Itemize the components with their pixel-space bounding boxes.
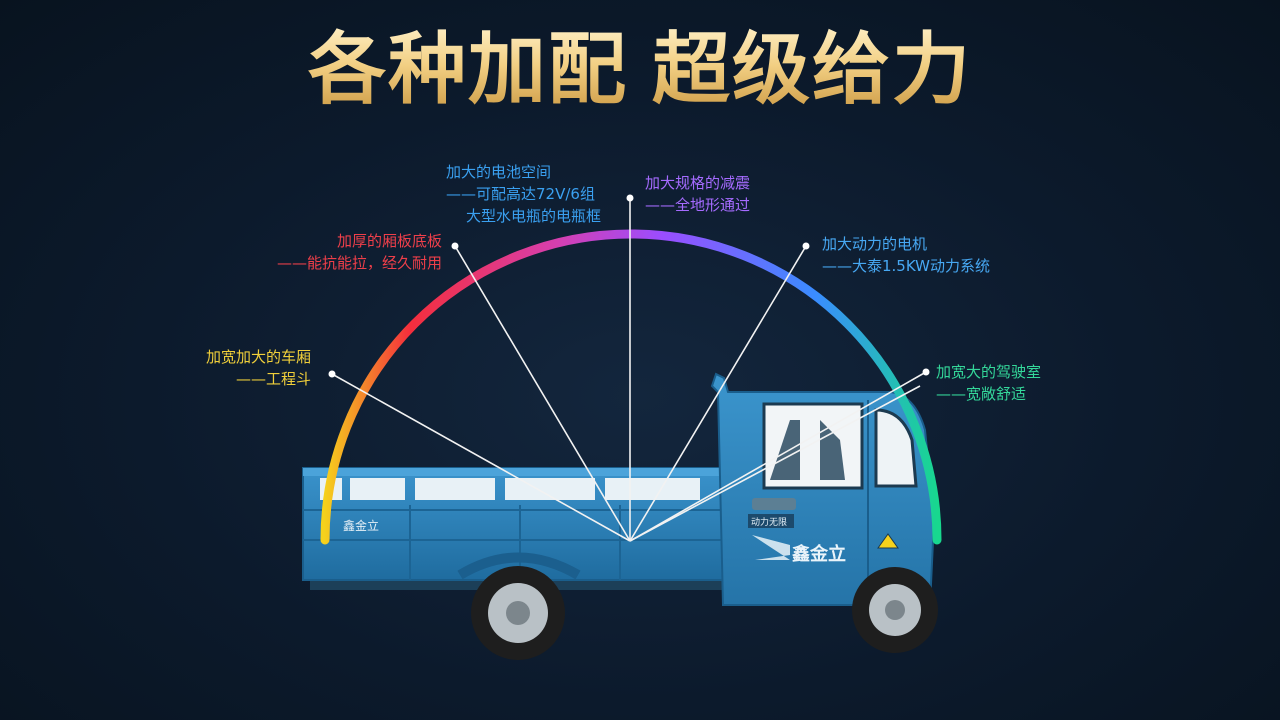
callout-shock: 加大规格的减震 ——全地形通过: [645, 172, 750, 216]
callout-cargo-box-detail: ——工程斗: [236, 370, 312, 388]
pointer-cargo-box: [331, 373, 631, 542]
pointer-dot-battery: [626, 194, 634, 202]
pointer-lines: [331, 198, 927, 542]
callout-motor-detail: ——大泰1.5KW动力系统: [822, 257, 990, 275]
front-wheel: [852, 567, 938, 653]
cargo-box: 鑫金立: [302, 467, 724, 581]
pointer-cab: [629, 385, 921, 542]
callout-cab-detail: ——宽敞舒适: [936, 385, 1027, 403]
callout-cargo-box: 加宽加大的车厢 ——工程斗: [206, 346, 311, 390]
cab-badge-text: 动力无限: [751, 516, 787, 527]
callout-cab: 加宽大的驾驶室 ——宽敞舒适: [936, 361, 1041, 405]
callout-floor: 加厚的厢板底板 ——能抗能拉，经久耐用: [262, 230, 442, 274]
callout-cab-title: 加宽大的驾驶室: [936, 363, 1042, 381]
pointer-dot-cab: [922, 368, 930, 376]
pointer-dots: [328, 194, 930, 378]
pointer-dot-cargo-box: [328, 370, 336, 378]
callout-battery: 加大的电池空间 ——可配高达72V/6组 大型水电瓶的电瓶框: [446, 161, 601, 227]
callout-shock-detail: ——全地形通过: [645, 196, 751, 214]
pointer-dot-floor: [451, 242, 459, 250]
callout-shock-title: 加大规格的减震: [645, 174, 751, 192]
callout-battery-detail-2: 大型水电瓶的电瓶框: [466, 207, 602, 225]
callout-motor-title: 加大动力的电机: [822, 235, 928, 253]
driver-cab: 动力无限 鑫金立: [710, 372, 936, 606]
callout-floor-title: 加厚的厢板底板: [336, 232, 442, 250]
pointer-floor: [454, 245, 631, 542]
callout-battery-title: 加大的电池空间: [446, 163, 552, 181]
callout-floor-detail: ——能抗能拉，经久耐用: [276, 254, 442, 272]
box-brand-text: 鑫金立: [343, 518, 379, 533]
cargo-tricycle: 鑫金立 动力无限 鑫金立: [302, 372, 938, 660]
callout-cargo-box-title: 加宽加大的车厢: [206, 348, 312, 366]
pointer-dot-shock: [802, 242, 810, 250]
pointer-motor: [629, 371, 927, 542]
pointer-shock: [629, 245, 807, 542]
cab-brand-text: 鑫金立: [791, 543, 846, 564]
callout-battery-detail: ——可配高达72V/6组: [446, 185, 595, 203]
rear-wheel: [471, 566, 565, 660]
callout-motor: 加大动力的电机 ——大泰1.5KW动力系统: [822, 233, 990, 277]
